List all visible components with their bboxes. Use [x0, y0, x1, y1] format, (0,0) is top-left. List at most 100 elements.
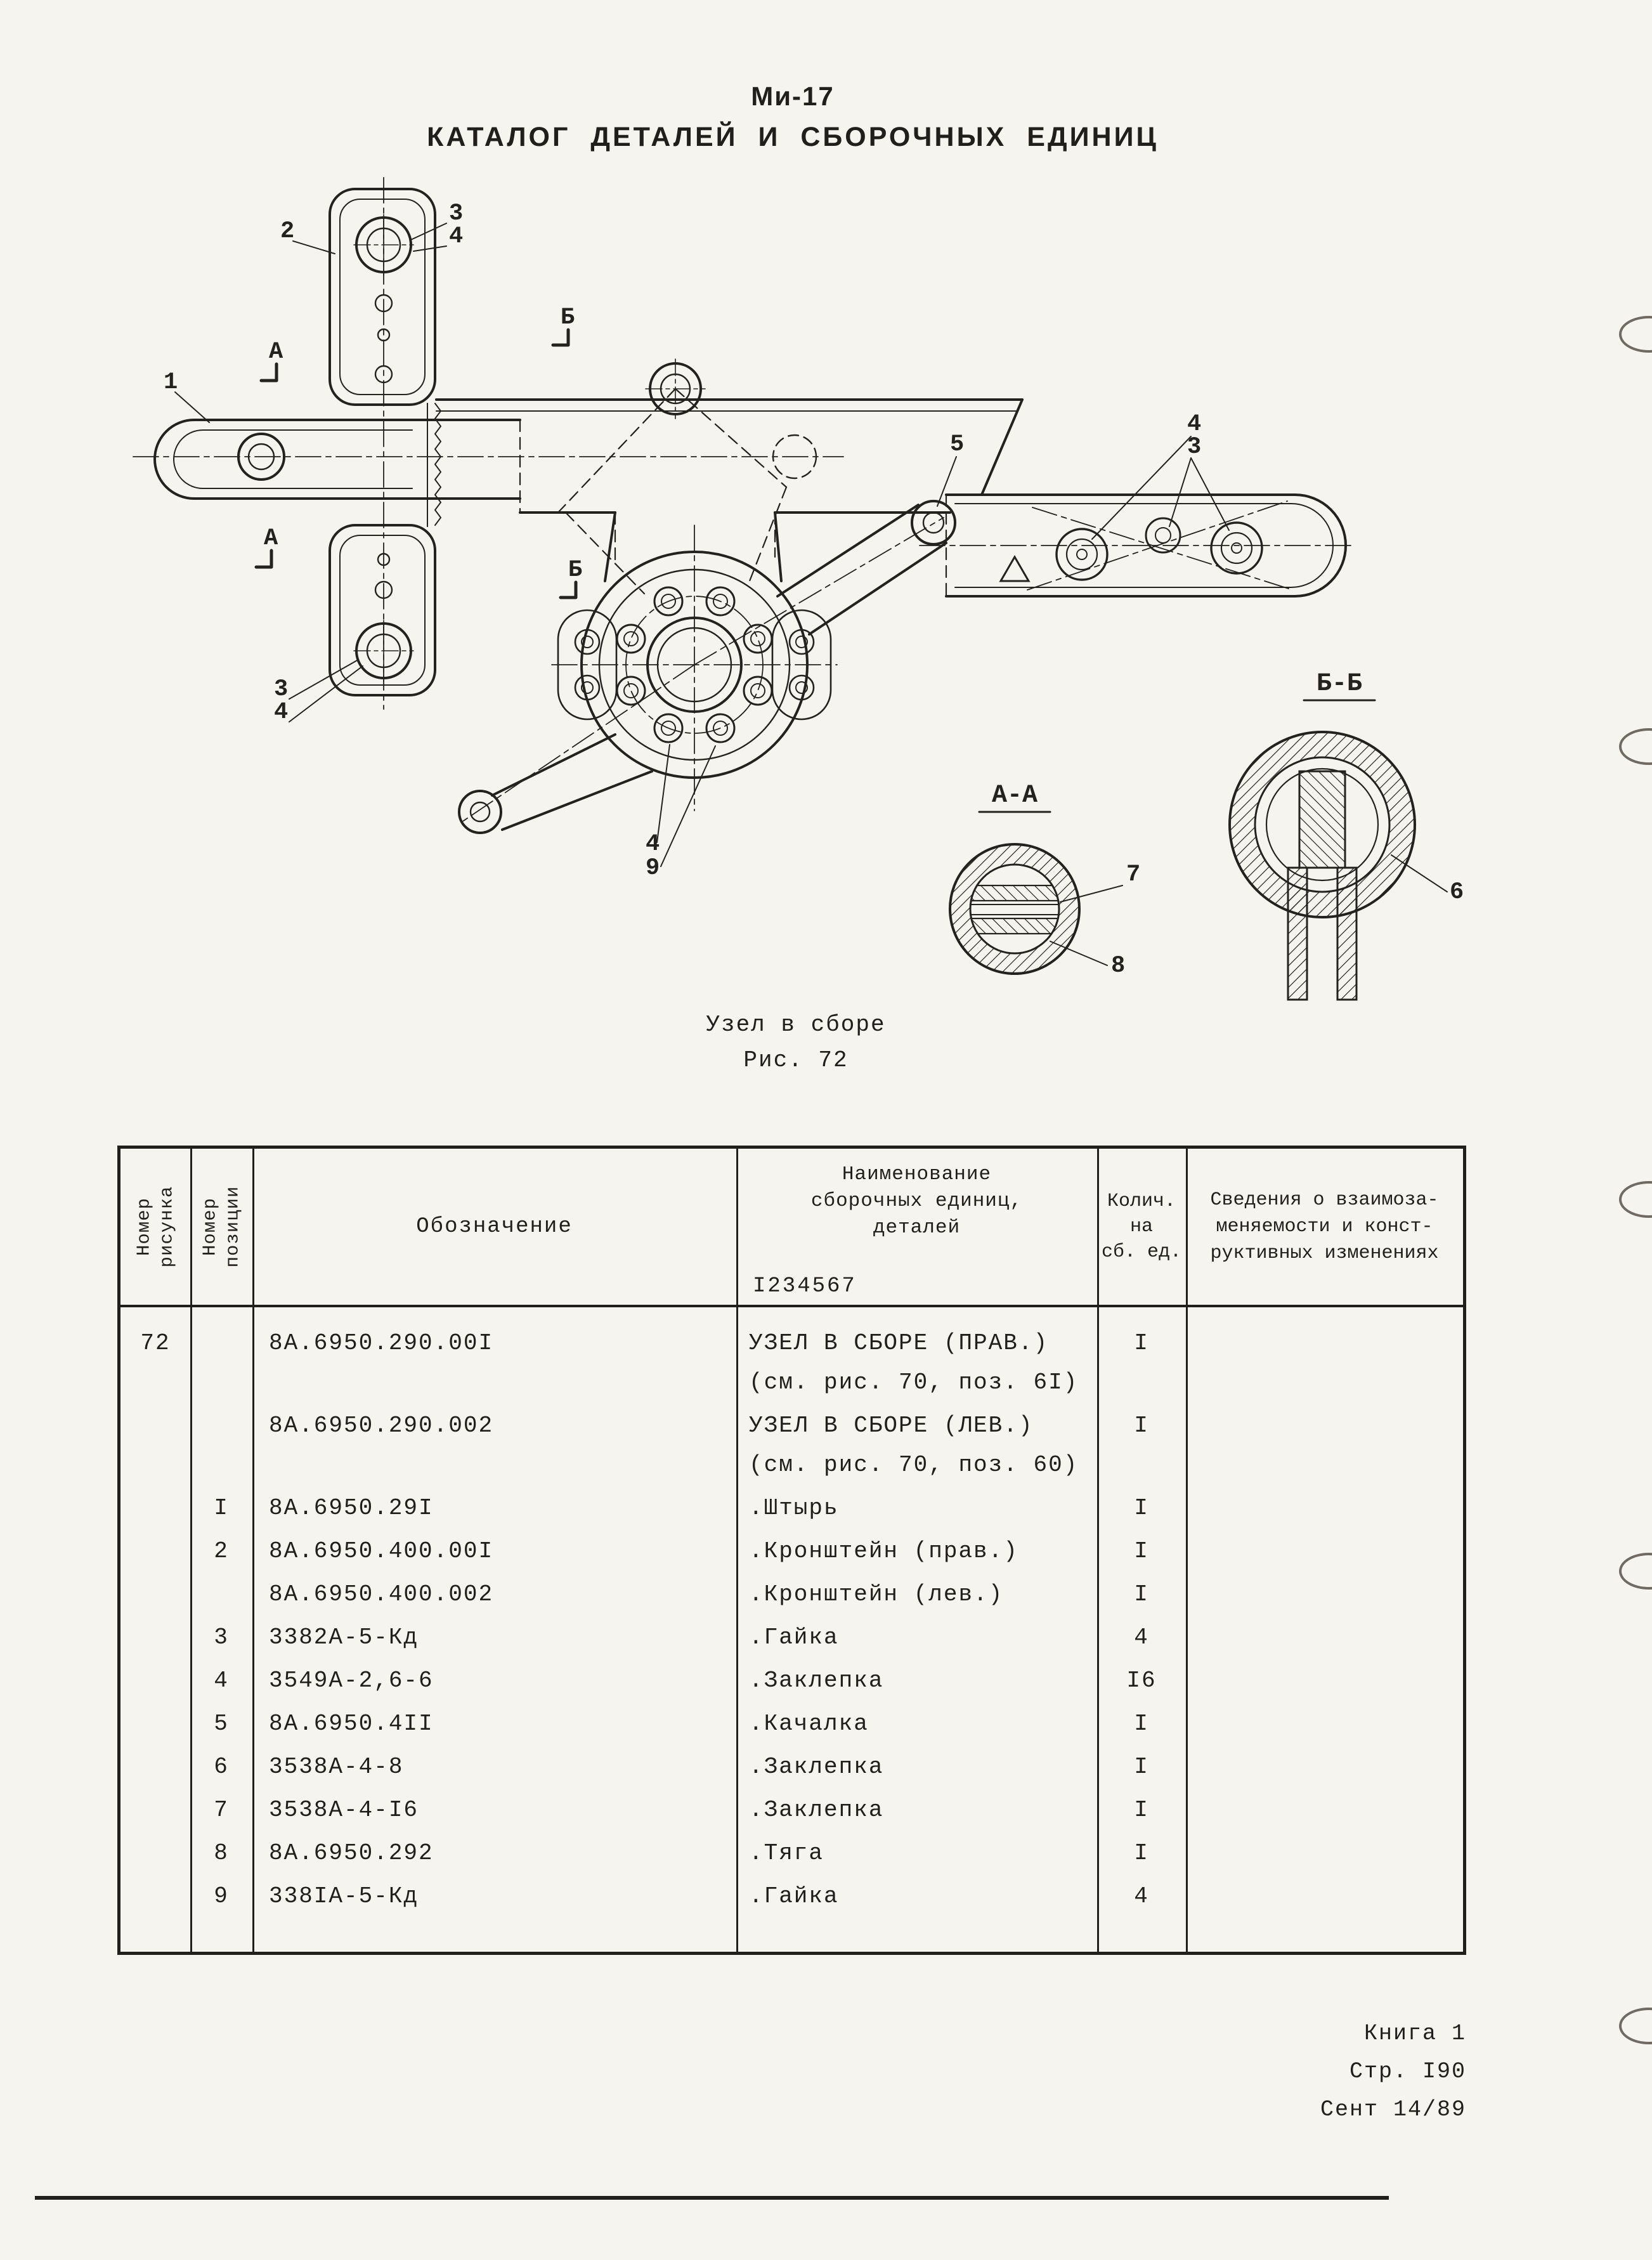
cut-letter-a-bottom: А — [264, 525, 278, 552]
cell-fig — [120, 1489, 190, 1528]
header-position-number-line: Номер — [199, 1197, 221, 1257]
page-footer: Книга 1 Стр. I90 Сент 14/89 — [1320, 2015, 1466, 2129]
cell-code: 3549А-2,6-6 — [269, 1668, 434, 1694]
section-aa-label: А-А — [992, 781, 1037, 810]
cell-code: 8А.6950.400.002 — [269, 1581, 494, 1607]
cell-qty: I — [1134, 1413, 1149, 1439]
table-column-rule — [1186, 1149, 1188, 1952]
cell-fig: 72 — [140, 1330, 171, 1356]
link-arm-upper — [776, 500, 956, 636]
document-title: КАТАЛОГ ДЕТАЛЕЙ И СБОРОЧНЫХ ЕДИНИЦ — [427, 122, 1159, 152]
table-header: Номер рисунка Номер позиции Обозначение … — [120, 1149, 1463, 1305]
header-name-line: деталей — [873, 1217, 961, 1239]
header-quantity-line: на — [1129, 1216, 1153, 1238]
cell-name: УЗЕЛ В СБОРЕ (ПРАВ.)(см. рис. 70, поз. 6… — [749, 1330, 1079, 1395]
lower-bracket — [328, 524, 436, 696]
cell-qty: I6 — [1126, 1668, 1157, 1694]
cell-fig — [120, 1661, 190, 1701]
footer-date: Сент 14/89 — [1320, 2097, 1466, 2122]
aircraft-model: Ми-17 — [751, 81, 835, 111]
cell-pos — [190, 1406, 252, 1485]
header-quantity: Колич. на сб. ед. — [1097, 1149, 1186, 1305]
cell-notes — [1186, 1489, 1463, 1528]
cell-fig — [120, 1877, 190, 1916]
parts-table: Номер рисунка Номер позиции Обозначение … — [117, 1146, 1466, 1955]
callout-6: 6 — [1450, 879, 1464, 906]
cell-pos: 3 — [214, 1624, 229, 1650]
callout-3-top: 3 — [449, 200, 463, 227]
table-row: 72 8А.6950.290.00I УЗЕЛ В СБОРЕ (ПРАВ.)(с… — [120, 1324, 1463, 1402]
cell-qty: 4 — [1134, 1883, 1149, 1909]
callout-5: 5 — [950, 431, 964, 458]
cell-fig — [120, 1618, 190, 1657]
callout-4-lower: 4 — [274, 699, 288, 726]
table-row: 8А.6950.400.002.Кронштейн (лев.)I — [120, 1575, 1463, 1614]
cell-pos: 7 — [214, 1797, 229, 1823]
figure-number: Рис. 72 — [743, 1047, 849, 1073]
hidden-lines — [519, 388, 788, 595]
serrated-strip — [427, 403, 442, 527]
table-header-rule — [120, 1305, 1463, 1307]
section-bb-label: Б-Б — [1317, 670, 1362, 698]
cell-code: 8А.6950.290.00I — [269, 1330, 494, 1356]
cell-code: 8А.6950.292 — [269, 1840, 434, 1866]
cut-letter-a-top: А — [269, 339, 283, 365]
callout-3-right: 3 — [1187, 434, 1201, 460]
punch-hole-mark — [1619, 2008, 1652, 2044]
header-designation: Обозначение — [252, 1149, 736, 1305]
cell-code: 8А.6950.400.00I — [269, 1538, 494, 1564]
callout-3-lower: 3 — [274, 676, 288, 703]
cell-notes — [1186, 1618, 1463, 1657]
cell-qty: I — [1134, 1754, 1149, 1780]
cell-name: .Заклепка — [749, 1797, 884, 1823]
punch-hole-mark — [1619, 316, 1652, 353]
cell-notes — [1186, 1747, 1463, 1787]
cell-fig — [120, 1406, 190, 1485]
callout-4-right: 4 — [1187, 411, 1201, 438]
header-position-number-line: позиции — [222, 1186, 244, 1268]
cell-name: .Кронштейн (лев.) — [749, 1581, 1004, 1607]
cell-pos: I — [214, 1495, 229, 1521]
cell-qty: I — [1134, 1538, 1149, 1564]
table-column-rule — [1097, 1149, 1099, 1952]
punch-hole-mark — [1619, 1181, 1652, 1218]
cell-fig — [120, 1575, 190, 1614]
right-bracket — [945, 493, 1347, 598]
cell-fig — [120, 1791, 190, 1830]
cell-code: 338IА-5-Кд — [269, 1883, 419, 1909]
callout-leaders — [174, 223, 1448, 966]
cell-code: 3538А-4-I6 — [269, 1797, 419, 1823]
cell-name: .Заклепка — [749, 1754, 884, 1780]
hub-assembly — [557, 511, 832, 779]
figure-caption-text: Узел в сборе — [706, 1012, 886, 1038]
header-designation-label: Обозначение — [416, 1215, 573, 1239]
swing-arm-lower — [458, 733, 653, 834]
footer-page-number: Стр. I90 — [1349, 2059, 1466, 2084]
cell-qty: I — [1134, 1797, 1149, 1823]
cell-pos: 9 — [214, 1883, 229, 1909]
page-header: Ми-17 КАТАЛОГ ДЕТАЛЕЙ И СБОРОЧНЫХ ЕДИНИЦ — [0, 0, 1585, 153]
cell-notes — [1186, 1834, 1463, 1873]
cell-pos: 4 — [214, 1668, 229, 1694]
cell-pos — [190, 1575, 252, 1614]
cell-qty: I — [1134, 1330, 1149, 1356]
table-column-rule — [190, 1149, 192, 1952]
left-arm — [153, 419, 521, 500]
cell-name: .Тяга — [749, 1840, 824, 1866]
cell-fig — [120, 1532, 190, 1571]
cell-notes — [1186, 1532, 1463, 1571]
cell-fig — [120, 1834, 190, 1873]
callout-9: 9 — [646, 855, 660, 882]
cell-fig — [120, 1747, 190, 1787]
cut-letter-b-bottom: Б — [568, 557, 582, 584]
cell-name: .Гайка — [749, 1883, 839, 1909]
warning-triangle-mark — [999, 555, 1031, 582]
cell-pos: 6 — [214, 1754, 229, 1780]
assembly-drawing: 1 2 3 4 3 4 4 9 5 4 3 7 8 6 А А Б Б А-А … — [133, 177, 1464, 1001]
bottom-rule — [35, 2196, 1389, 2200]
punch-hole-mark — [1619, 1553, 1652, 1590]
cell-pos: 8 — [214, 1840, 229, 1866]
